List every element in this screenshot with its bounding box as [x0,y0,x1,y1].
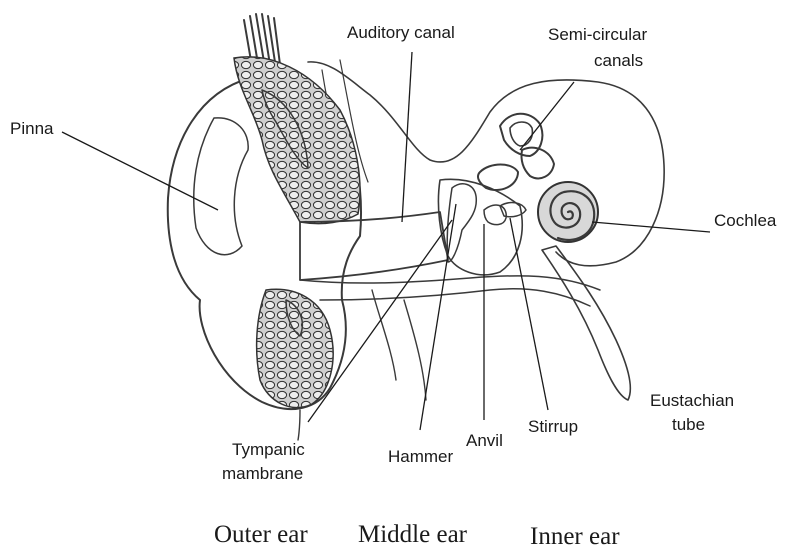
label-anvil: Anvil [466,431,503,450]
leader-semicircular [520,82,574,150]
canal-lower-wall-2 [320,289,590,306]
pinna-inner-fold [194,118,248,255]
auditory-canal-shape [300,212,448,280]
region-middle-ear: Middle ear [358,521,468,548]
hammer-bone [447,184,476,262]
leader-lines [62,52,710,430]
cartilage-upper [234,57,360,224]
label-stirrup: Stirrup [528,417,578,436]
leader-pinna [62,132,218,210]
label-tympanic-line2: mambrane [222,464,303,483]
label-semicircular-line1: Semi-circular [548,25,648,44]
region-outer-ear: Outer ear [214,521,308,548]
label-tympanic-line1: Tympanic [232,440,305,459]
leader-auditory-canal [402,52,412,222]
label-cochlea: Cochlea [714,211,777,230]
leader-stirrup [510,218,548,410]
label-auditory-canal: Auditory canal [347,23,455,42]
jaw-line [372,290,426,400]
label-pinna: Pinna [10,119,54,138]
label-semicircular-line2: canals [594,51,643,70]
leader-hammer [420,204,456,430]
region-inner-ear: Inner ear [530,523,620,550]
eustachian-tube-shape [542,246,630,400]
label-hammer: Hammer [388,447,454,466]
leader-tympanic [308,220,452,422]
canal-lower-wall [300,276,600,290]
label-eustachian-line1: Eustachian [650,391,734,410]
cochlea-shape [538,182,598,242]
semicircular-canals-shape [478,114,554,190]
neck-line [298,410,300,440]
label-eustachian-line2: tube [672,415,705,434]
